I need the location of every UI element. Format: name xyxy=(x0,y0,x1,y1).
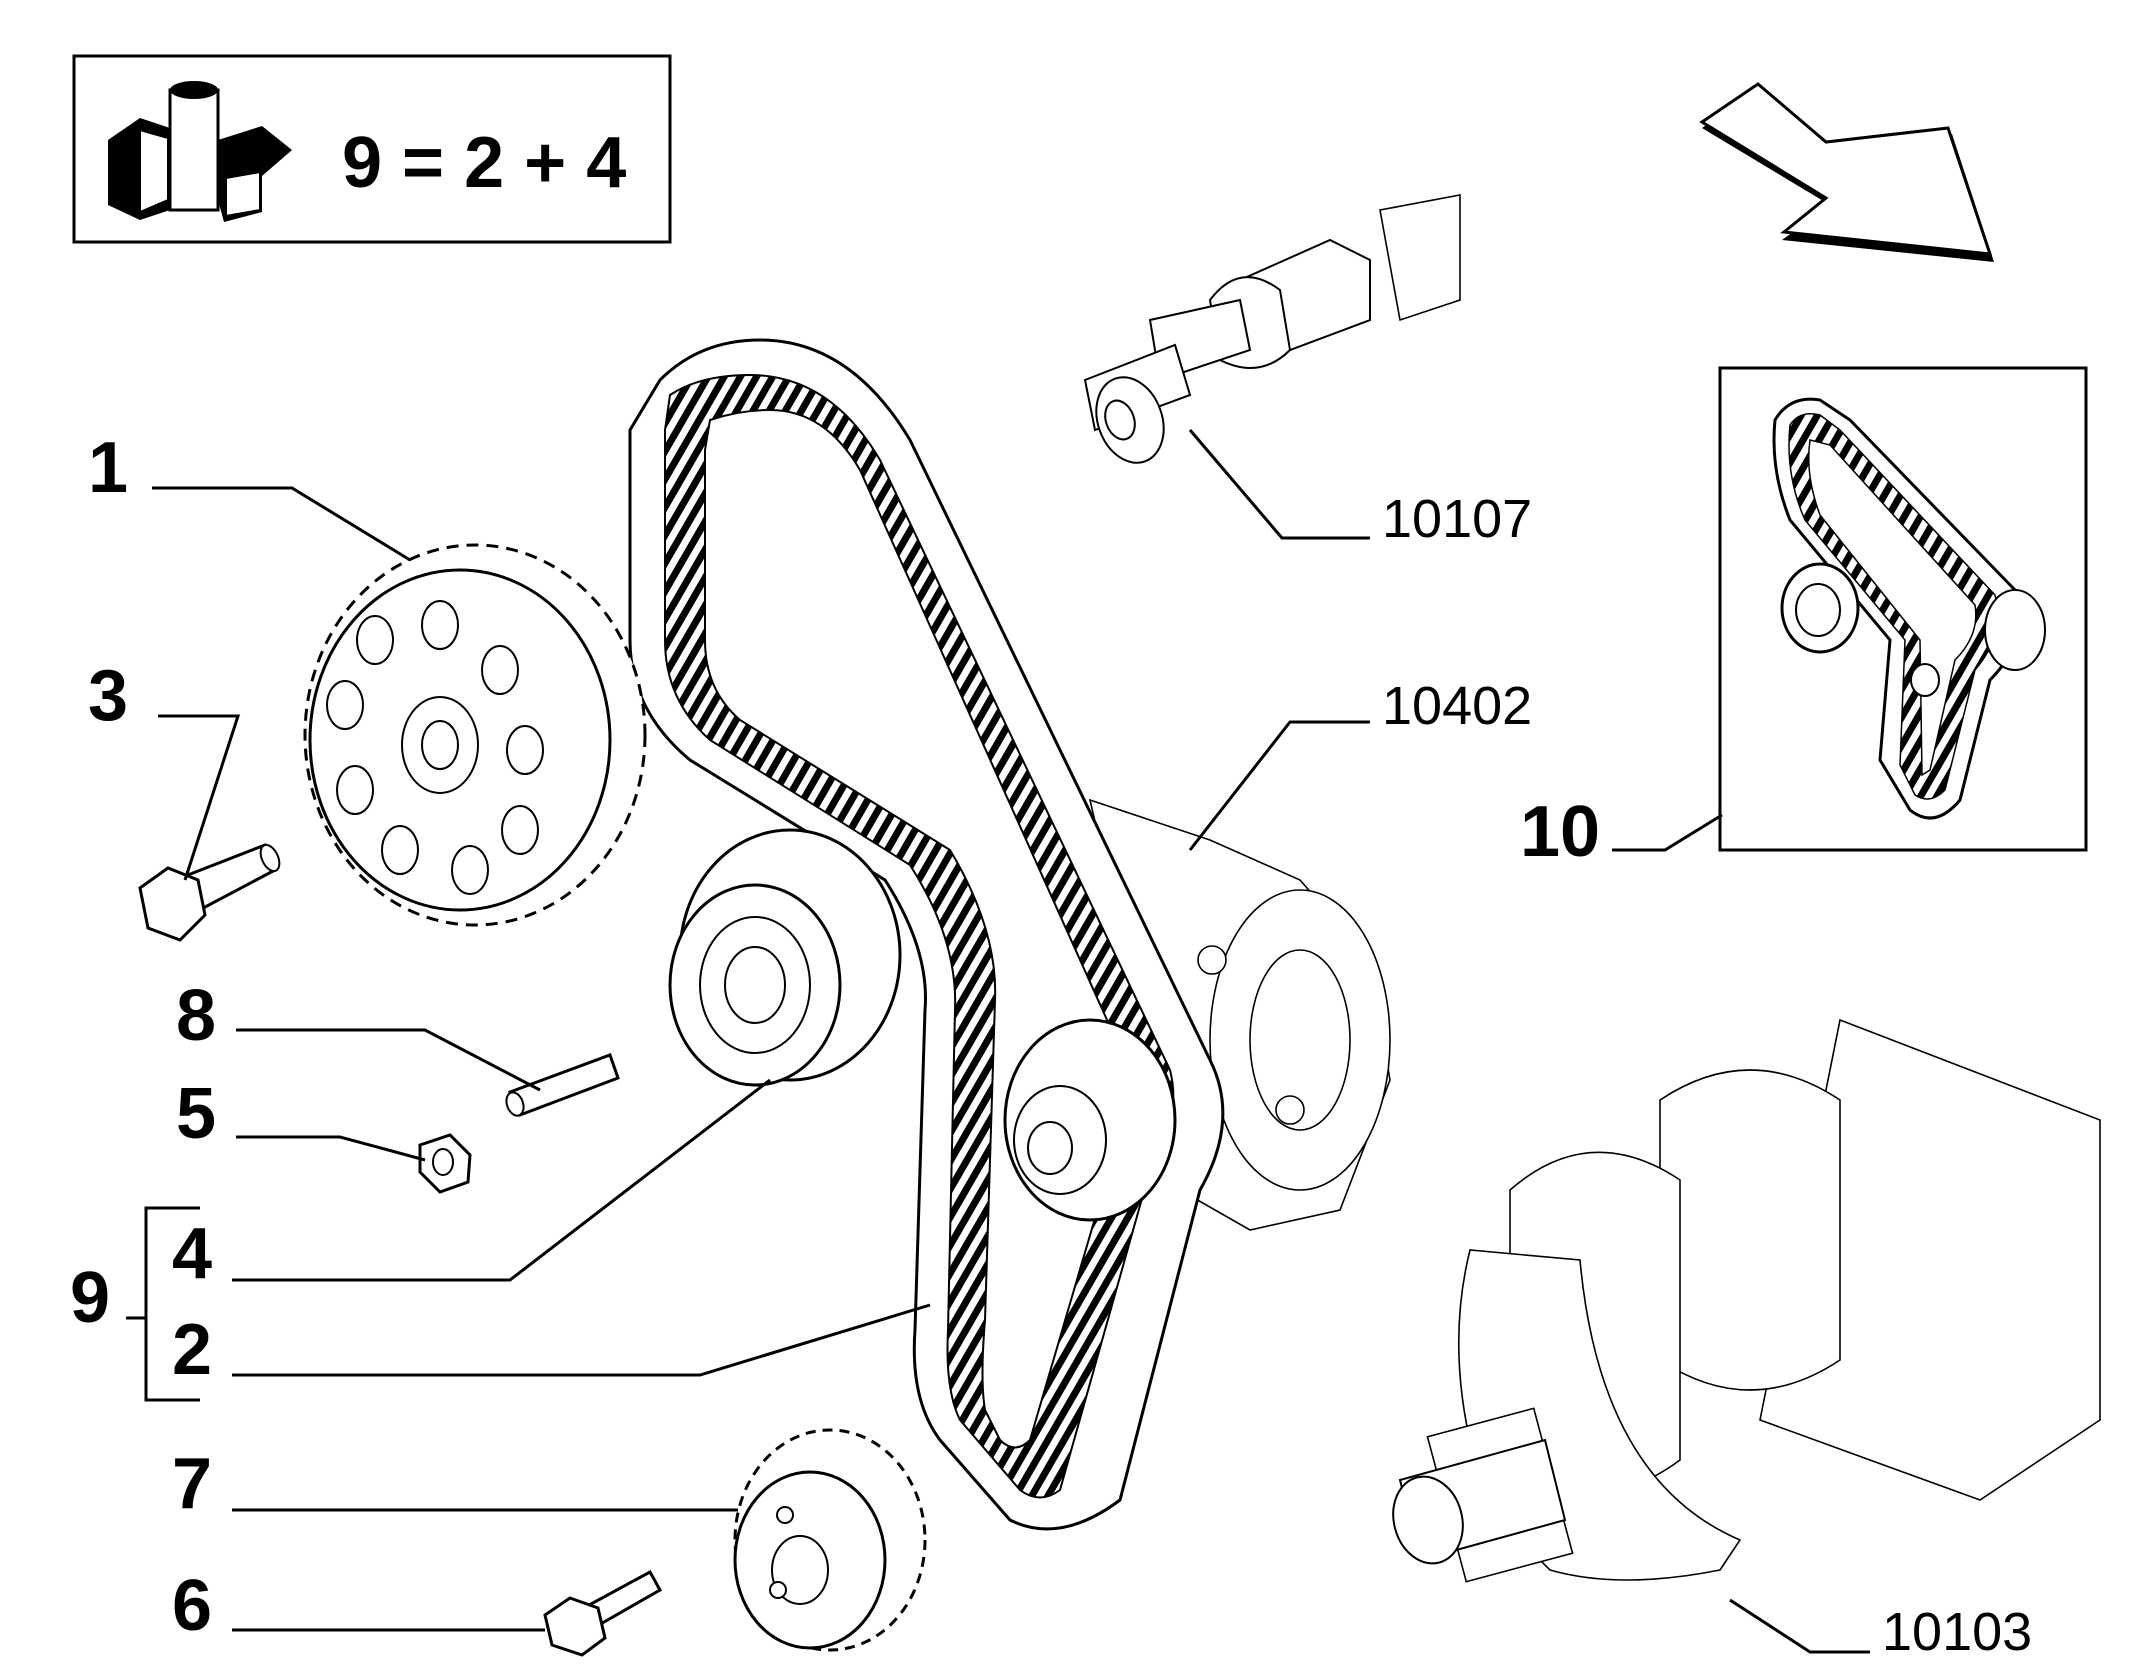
reference-10103: 10103 xyxy=(1882,1602,2032,1662)
kit-boxes-icon xyxy=(108,81,292,222)
nut-5 xyxy=(418,1133,472,1194)
camshaft xyxy=(1083,194,1461,464)
timing-belt xyxy=(628,338,1225,1531)
crankshaft-gear xyxy=(733,1428,927,1652)
leader-lines xyxy=(126,429,1870,1654)
bolt-3 xyxy=(138,843,281,942)
camshaft-gear xyxy=(303,543,647,927)
callout-10: 10 xyxy=(1520,792,1600,872)
inset-belt-kit xyxy=(1718,366,2088,852)
tensioner-pulley xyxy=(668,828,902,1087)
callout-labels: 1 3 8 5 9 4 2 7 6 10 10107 10402 10103 xyxy=(70,428,2032,1662)
crankshaft xyxy=(1392,1018,2101,1583)
stud-8 xyxy=(505,1053,620,1117)
reference-10402: 10402 xyxy=(1382,676,1532,736)
kit-box: 9 = 2 + 4 xyxy=(72,54,672,244)
callout-3: 3 xyxy=(88,656,128,736)
callout-2: 2 xyxy=(172,1310,212,1390)
direction-arrow-icon xyxy=(1699,82,1994,262)
callout-6: 6 xyxy=(172,1566,212,1646)
callout-4: 4 xyxy=(172,1214,212,1294)
kit-formula: 9 = 2 + 4 xyxy=(342,123,626,203)
callout-9: 9 xyxy=(70,1258,110,1338)
callout-7: 7 xyxy=(172,1444,212,1524)
callout-5: 5 xyxy=(176,1074,216,1154)
belt-side-pulley xyxy=(1003,1018,1177,1222)
reference-10107: 10107 xyxy=(1382,489,1532,549)
callout-1: 1 xyxy=(88,428,128,508)
callout-8: 8 xyxy=(176,976,216,1056)
bolt-6 xyxy=(543,1569,663,1657)
